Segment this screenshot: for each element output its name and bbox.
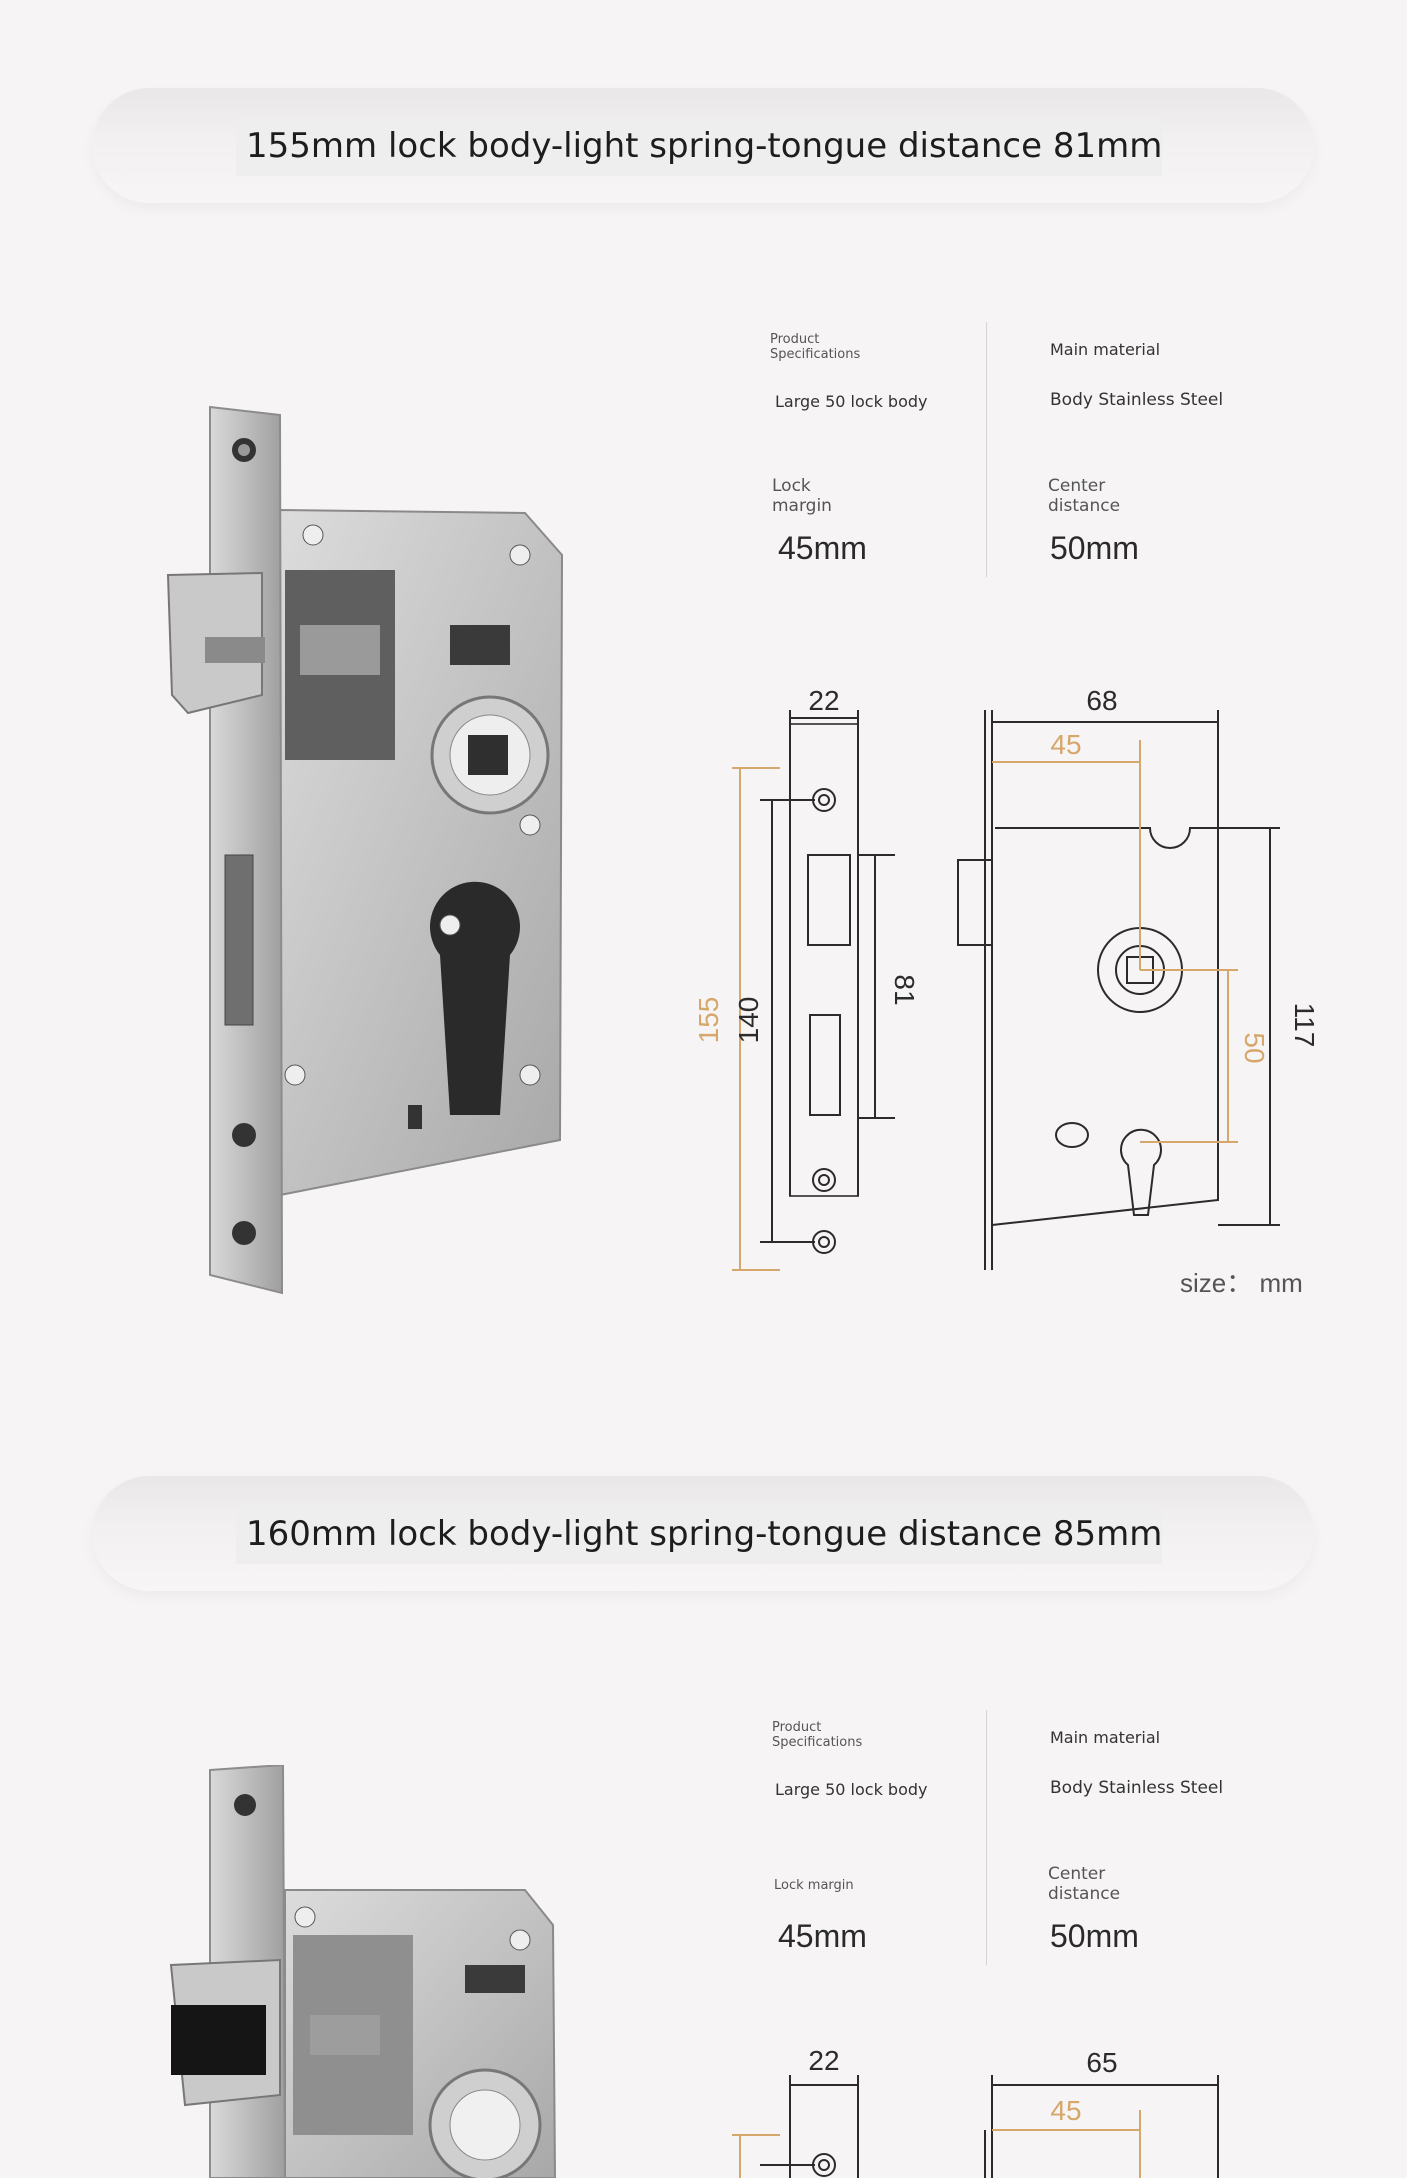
- dim-81: 81: [889, 974, 920, 1005]
- main-material-value: Body Stainless Steel: [1050, 390, 1224, 410]
- spec-divider: [986, 1710, 987, 1965]
- center-distance-value: 50mm: [1050, 1918, 1139, 1954]
- size-unit-label: size： mm: [1180, 1268, 1303, 1298]
- dim-22: 22: [808, 2045, 839, 2076]
- spec-divider: [986, 322, 987, 577]
- dim-65: 65: [1086, 2047, 1117, 2078]
- product-spec-label: Product Specifications: [770, 332, 861, 362]
- main-material-value: Body Stainless Steel: [1050, 1778, 1224, 1798]
- main-material-label: Main material: [1050, 340, 1161, 359]
- dim-117: 117: [1289, 1003, 1320, 1048]
- lock-body-photo: [169, 1765, 557, 2178]
- dim-22: 22: [808, 685, 839, 716]
- banner-title: 160mm lock body-light spring-tongue dist…: [236, 1506, 1162, 1564]
- dim-45: 45: [1050, 2095, 1081, 2126]
- lock-margin-value: 45mm: [778, 530, 867, 566]
- lock-margin-label: Lock margin: [772, 476, 832, 516]
- dimension-drawing: 22 68 45 155 140 81 50 117 size： mm: [693, 685, 1320, 1298]
- dim-140: 140: [733, 997, 764, 1044]
- product-spec-label: Product Specifications: [772, 1720, 863, 1750]
- lock-body-photo: [166, 405, 564, 1295]
- center-distance-label: Center distance: [1048, 1864, 1121, 1904]
- product-spec-value: Large 50 lock body: [775, 1780, 928, 1799]
- lock-section-160: 160mm lock body-light spring-tongue dist…: [0, 1400, 1407, 2178]
- dim-45: 45: [1050, 729, 1081, 760]
- lock-section-155: 155mm lock body-light spring-tongue dist…: [92, 88, 1320, 1298]
- dimension-drawing: 22 65 45: [732, 2045, 1219, 2178]
- dim-68: 68: [1086, 685, 1117, 716]
- center-distance-value: 50mm: [1050, 530, 1139, 566]
- dim-50: 50: [1239, 1032, 1270, 1063]
- lock-margin-value: 45mm: [778, 1918, 867, 1954]
- product-spec-value: Large 50 lock body: [775, 392, 928, 411]
- main-material-label: Main material: [1050, 1728, 1161, 1747]
- banner-title: 155mm lock body-light spring-tongue dist…: [236, 118, 1162, 176]
- lock-margin-label: Lock margin: [774, 1878, 854, 1893]
- section-banner: 160mm lock body-light spring-tongue dist…: [92, 1476, 1314, 1591]
- section-banner: 155mm lock body-light spring-tongue dist…: [92, 88, 1314, 203]
- dim-155: 155: [693, 997, 724, 1044]
- center-distance-label: Center distance: [1048, 476, 1121, 516]
